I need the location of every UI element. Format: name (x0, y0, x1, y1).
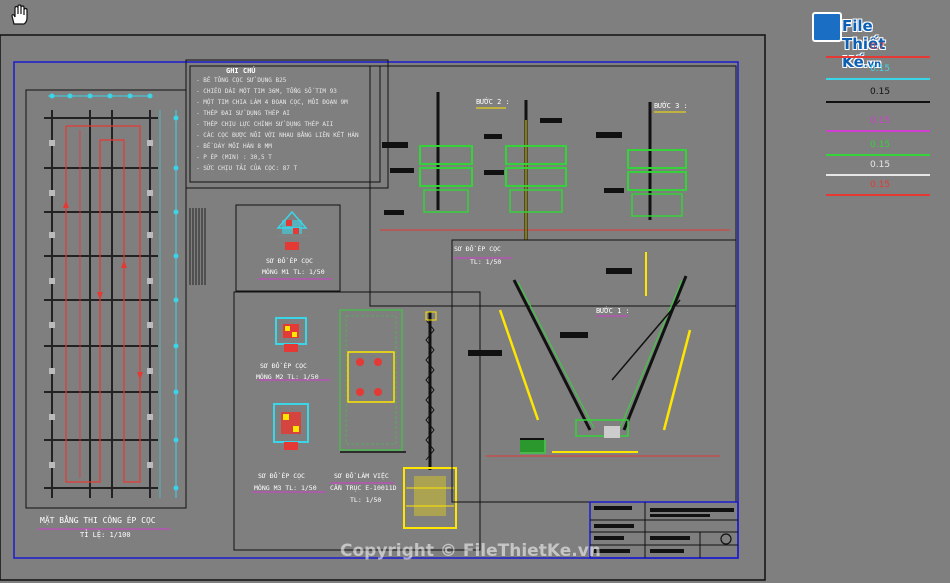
notes-line: - THÉP CHỊU LỰC CHÍNH SỬ DỤNG THÉP AII (196, 121, 334, 128)
foundation-m2-detail (258, 317, 330, 381)
step-2-label: BƯỚC 2 : (476, 98, 510, 106)
logo-text: File Thiết Kế.vn (842, 17, 886, 71)
lineweight-value: 0.7 (870, 42, 885, 52)
step-3-label: BƯỚC 3 : (654, 102, 688, 110)
notes-line: - CHIỀU DÀI MỘT TIM 36M, TỔNG SỐ TIM 93 (196, 88, 337, 95)
notes-line: - BÊ TÔNG CỌC SỬ DỤNG B25 (196, 77, 287, 84)
plan-drawing (25, 89, 206, 530)
press-scheme-drawing (486, 252, 720, 457)
lineweight-row-5[interactable]: 0.15 (826, 158, 930, 176)
logo-mark-icon (812, 12, 842, 42)
lineweight-row-6[interactable]: 0.15 (826, 178, 930, 196)
copyright-watermark: Copyright © FileThietKe.vn (340, 541, 601, 561)
notes-title: GHI CHÚ (226, 67, 256, 75)
lineweight-row-0[interactable]: 0.7 (826, 40, 930, 58)
lineweight-swatch (826, 101, 930, 103)
crane-model: CẦN TRỤC E-10011D (330, 484, 397, 492)
m1-scale: MÓNG M1 TL: 1/50 (262, 268, 325, 276)
press-scheme-frame (451, 239, 737, 503)
lineweight-row-4[interactable]: 0.15 (826, 138, 930, 156)
m2-scale: MÓNG M2 TL: 1/50 (256, 373, 319, 381)
steps-frame (369, 65, 737, 307)
notes-line: - SỨC CHỊU TẢI CỦA CỌC: 87 T (196, 165, 298, 172)
title-block (589, 501, 739, 559)
pan-hand-icon[interactable] (8, 4, 30, 26)
lineweight-swatch (826, 78, 930, 80)
lineweight-value: 0.15 (870, 116, 891, 126)
plan-title: MẶT BẰNG THI CÔNG ÉP CỌC (40, 516, 156, 525)
crane-scale: TL: 1/50 (350, 496, 382, 504)
lineweight-value: 0.15 (870, 140, 891, 150)
notes-frame (185, 59, 389, 189)
notes-line: - BỀ DÀY MỐI HÀN 8 MM (196, 143, 272, 150)
lineweight-value: 0.15 (870, 64, 891, 74)
press-scheme-title: SƠ ĐỒ ÉP CỌC (454, 245, 501, 253)
m2-title: SƠ ĐỒ ÉP CỌC (260, 362, 307, 370)
lineweight-value: 0.15 (870, 87, 891, 97)
plan-scale: TỈ LỆ: 1/100 (80, 531, 131, 539)
m3-scale: MÓNG M3 TL: 1/50 (254, 484, 317, 492)
foundation-m1-detail (235, 204, 341, 292)
lineweight-swatch (826, 154, 930, 156)
foundation-m3-detail (252, 403, 326, 493)
lineweight-row-2[interactable]: 0.15 (826, 85, 930, 103)
notes-line: - CÁC CỌC ĐƯỢC NỐI VỚI NHAU BẰNG LIÊN KẾ… (196, 132, 359, 139)
notes-line: - MỘT TIM CHIA LÀM 4 ĐOẠN CỌC, MỖI ĐOẠN … (196, 99, 348, 106)
sheet-outer-frame (0, 34, 766, 581)
m3-title: SƠ ĐỒ ÉP CỌC (258, 472, 305, 480)
crane-work-detail (330, 309, 457, 529)
lineweight-value: 0.15 (870, 180, 891, 190)
sheet-inner-frame (13, 61, 739, 559)
lineweight-row-3[interactable]: 0.15 (826, 114, 930, 132)
m1-title: SƠ ĐỒ ÉP CỌC (266, 257, 313, 265)
notes-line: - P ÉP (MIN) : 30,5 T (196, 154, 272, 161)
lineweight-value: 0.15 (870, 160, 891, 170)
details-frame (233, 291, 481, 551)
press-scheme-scale: TL: 1/50 (470, 258, 502, 266)
lineweight-row-1[interactable]: 0.15 (826, 62, 930, 80)
step-drawings (380, 92, 730, 452)
notes-line: - THÉP ĐAI SỬ DỤNG THÉP AI (196, 110, 290, 117)
notes-inner-frame (189, 65, 381, 183)
lineweight-swatch (826, 174, 930, 176)
step-1-label: BƯỚC 1 : (596, 307, 630, 315)
lineweight-swatch (826, 130, 930, 132)
lineweight-swatch (826, 194, 930, 196)
lineweight-swatch (826, 56, 930, 58)
crane-title: SƠ ĐỒ LÀM VIỆC (334, 472, 389, 480)
